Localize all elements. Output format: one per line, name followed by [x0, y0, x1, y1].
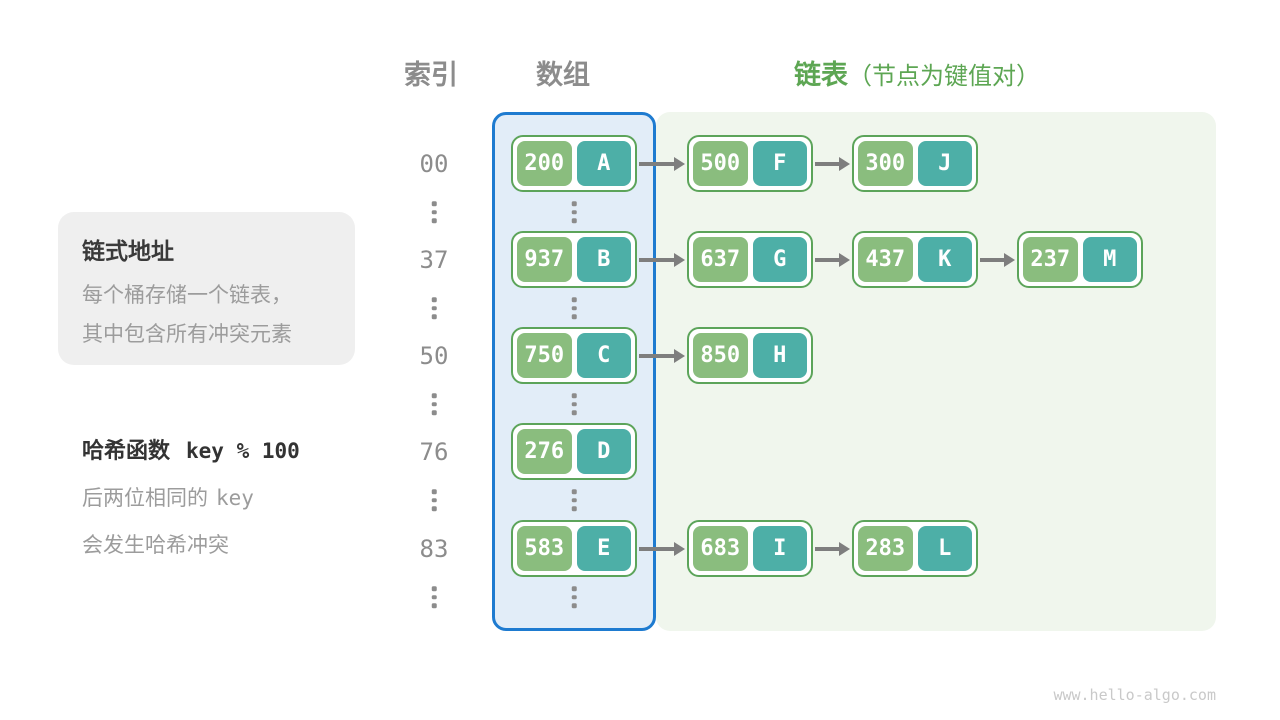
key-cell: 300	[858, 141, 913, 186]
note-card-line-1: 每个桶存储一个链表，	[82, 284, 292, 307]
value-cell: J	[917, 141, 972, 186]
index-column-header: 索引	[404, 60, 458, 90]
ellipsis-dots	[431, 586, 437, 608]
key-cell: 850	[693, 333, 748, 378]
key-cell: 500	[693, 141, 748, 186]
list-header-note: （节点为键值对）	[848, 63, 1040, 90]
ellipsis-dots	[571, 489, 577, 511]
bucket-index: 37	[419, 246, 449, 274]
value-cell: G	[752, 237, 807, 282]
key-cell: 583	[517, 526, 572, 571]
value-cell: B	[576, 237, 631, 282]
key-cell: 276	[517, 429, 572, 474]
hash-note-line-2: 后两位相同的 key	[82, 482, 300, 512]
arrow-icon	[815, 162, 840, 166]
ellipsis-dots	[431, 201, 437, 223]
arrow-icon	[639, 547, 675, 551]
key-cell: 750	[517, 333, 572, 378]
bucket-index: 83	[419, 535, 449, 563]
arrow-icon	[815, 258, 840, 262]
value-cell: H	[752, 333, 807, 378]
key-cell: 937	[517, 237, 572, 282]
ellipsis-dots	[571, 201, 577, 223]
ellipsis-dots	[431, 489, 437, 511]
list-header-label: 链表	[794, 60, 848, 90]
bucket-index: 76	[419, 438, 449, 466]
value-cell: C	[576, 333, 631, 378]
value-cell: M	[1082, 237, 1137, 282]
key-cell: 237	[1023, 237, 1078, 282]
arrow-icon	[980, 258, 1005, 262]
value-cell: K	[917, 237, 972, 282]
key-cell: 683	[693, 526, 748, 571]
array-column-header: 数组	[536, 60, 590, 90]
bucket-index: 00	[419, 150, 449, 178]
key-cell: 283	[858, 526, 913, 571]
hash-function-code: key % 100	[186, 439, 300, 463]
arrow-icon	[639, 354, 675, 358]
value-cell: D	[576, 429, 631, 474]
hash-note-line-3: 会发生哈希冲突	[82, 534, 229, 557]
hash-note-line-2-text: 后两位相同的	[82, 487, 208, 510]
ellipsis-dots	[431, 297, 437, 319]
value-cell: F	[752, 141, 807, 186]
value-cell: L	[917, 526, 972, 571]
key-cell: 637	[693, 237, 748, 282]
watermark: www.hello-algo.com	[1053, 686, 1216, 704]
chaining-note-card: 链式地址 每个桶存储一个链表， 其中包含所有冲突元素	[58, 212, 355, 365]
key-cell: 200	[517, 141, 572, 186]
ellipsis-dots	[571, 393, 577, 415]
ellipsis-dots	[571, 297, 577, 319]
list-column-header: 链表（节点为键值对）	[794, 53, 1040, 92]
hash-function-title-cn: 哈希函数	[82, 438, 171, 463]
hash-note-line-2-code: key	[216, 486, 254, 510]
arrow-icon	[639, 162, 675, 166]
ellipsis-dots	[571, 586, 577, 608]
ellipsis-dots	[431, 393, 437, 415]
value-cell: I	[752, 526, 807, 571]
note-card-title: 链式地址	[82, 238, 174, 264]
arrow-icon	[815, 547, 840, 551]
value-cell: A	[576, 141, 631, 186]
value-cell: E	[576, 526, 631, 571]
bucket-index: 50	[419, 342, 449, 370]
arrow-icon	[639, 258, 675, 262]
note-card-line-2: 其中包含所有冲突元素	[82, 323, 292, 346]
key-cell: 437	[858, 237, 913, 282]
hash-function-title: 哈希函数 key % 100	[82, 433, 300, 465]
hash-function-note: 哈希函数 key % 100 后两位相同的 key 会发生哈希冲突	[82, 433, 300, 559]
